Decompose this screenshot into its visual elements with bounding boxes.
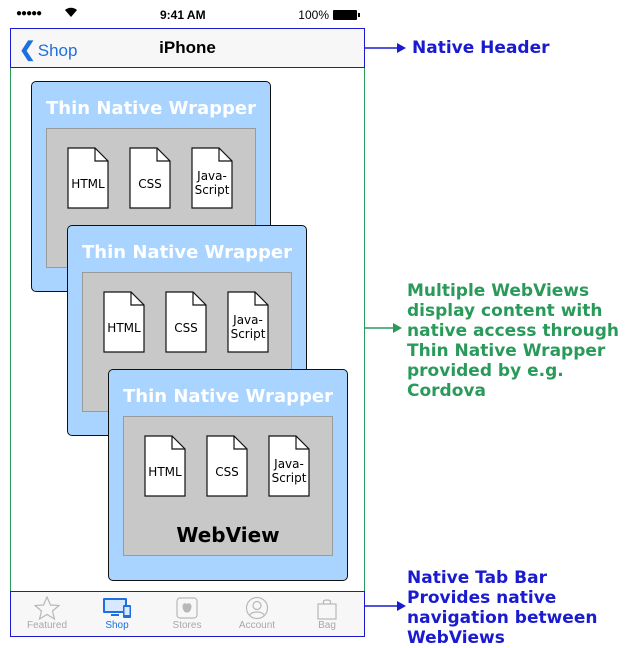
doc-label: Java- Script [230, 313, 266, 341]
back-button[interactable]: ❮Shop [19, 37, 77, 62]
native-tab-bar: Featured Shop Stores Account Bag [10, 591, 365, 637]
html-file-icon: HTML [103, 291, 145, 353]
status-time: 9:41 AM [160, 8, 206, 22]
account-icon [227, 596, 287, 620]
tab-account[interactable]: Account [227, 596, 287, 631]
apple-store-icon [157, 596, 217, 620]
webview-3: HTML CSS Java- Script WebView [123, 416, 333, 556]
tab-shop[interactable]: Shop [87, 596, 147, 631]
signal-indicator: ●●●●● [16, 8, 42, 19]
tab-label: Account [238, 620, 276, 631]
tab-bar-note-line: Provides native [407, 588, 557, 608]
tab-bar-note: Native Tab Bar Provides native navigatio… [407, 568, 597, 648]
tabbar-arrow [365, 601, 406, 611]
css-file-icon: CSS [129, 147, 171, 209]
javascript-file-icon: Java- Script [268, 435, 310, 497]
tab-featured[interactable]: Featured [17, 595, 77, 631]
devices-icon [87, 596, 147, 620]
doc-label: CSS [174, 321, 198, 335]
doc-label: Java- Script [271, 457, 307, 485]
tab-label: Bag [318, 620, 336, 631]
star-icon [17, 595, 77, 621]
webviews-arrow [365, 323, 402, 333]
tab-bar-note-line: navigation between [407, 608, 598, 628]
tab-bag[interactable]: Bag [297, 596, 357, 631]
header-arrow [365, 43, 406, 53]
css-file-icon: CSS [206, 435, 248, 497]
native-header-note: Native Header [412, 38, 550, 58]
native-wrapper-3: Thin Native Wrapper HTML CSS Java- Scrip… [108, 369, 348, 581]
wifi-icon [64, 6, 78, 21]
back-label: Shop [37, 41, 78, 60]
webviews-note-line: display content with [407, 301, 603, 321]
doc-label: CSS [215, 465, 239, 479]
javascript-file-icon: Java- Script [191, 147, 233, 209]
webviews-note: Multiple WebViews display content with n… [407, 281, 632, 401]
webviews-note-line: native access through [407, 321, 620, 341]
tab-label: Featured [26, 620, 68, 631]
webviews-note-line: Multiple WebViews [407, 281, 590, 301]
wrapper-title: Thin Native Wrapper [82, 242, 292, 263]
tab-bar-note-line: Native Tab Bar [407, 568, 547, 588]
html-file-icon: HTML [67, 147, 109, 209]
doc-label: HTML [107, 321, 141, 335]
wrapper-title: Thin Native Wrapper [46, 98, 256, 119]
battery-indicator: 100% [298, 8, 360, 22]
native-header: ❮Shop iPhone [10, 28, 365, 68]
webviews-note-line: provided by e.g. Cordova [407, 361, 564, 401]
html-file-icon: HTML [144, 435, 186, 497]
doc-label: HTML [148, 465, 182, 479]
webviews-note-line: Thin Native Wrapper [407, 341, 606, 361]
doc-label: Java- Script [194, 169, 230, 197]
battery-icon [333, 10, 360, 20]
doc-label: HTML [71, 177, 105, 191]
doc-label: CSS [138, 177, 162, 191]
content-area: Thin Native Wrapper HTML CSS Java- Scrip… [10, 68, 365, 591]
status-bar: ●●●●● 9:41 AM 100% [10, 4, 365, 26]
tab-label: Shop [105, 620, 129, 631]
wrapper-title: Thin Native Wrapper [123, 386, 333, 407]
webview-label: WebView [176, 523, 280, 547]
header-title: iPhone [159, 38, 216, 57]
css-file-icon: CSS [165, 291, 207, 353]
battery-percent: 100% [298, 8, 329, 22]
tab-label: Stores [172, 620, 202, 631]
javascript-file-icon: Java- Script [227, 291, 269, 353]
tab-bar-note-line: WebViews [407, 628, 505, 648]
tab-stores[interactable]: Stores [157, 596, 217, 631]
chevron-left-icon: ❮ [19, 39, 36, 61]
bag-icon [297, 596, 357, 620]
